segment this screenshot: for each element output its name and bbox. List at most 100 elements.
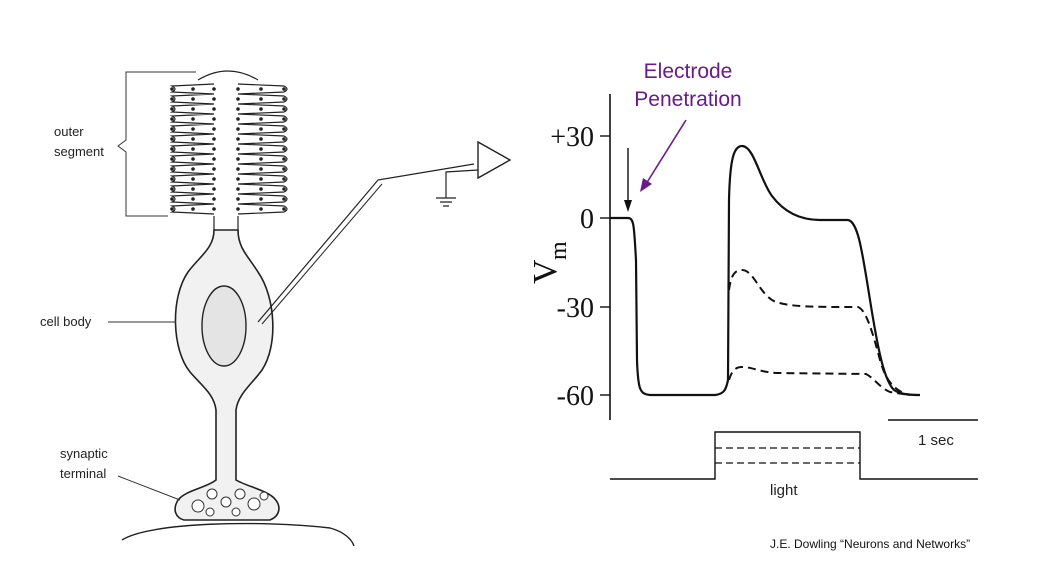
disc-protein-dot [259, 97, 263, 101]
disc-protein-dot [282, 177, 286, 181]
disc-protein-dot [191, 87, 195, 91]
disc-protein-dot [170, 137, 174, 141]
cell-body-label: cell body [40, 314, 92, 329]
electrode-annotation-line2: Penetration [634, 88, 741, 111]
membrane-potential-plot: +30 0 -30 -60 V m Electrode Penetration … [527, 60, 978, 499]
disc-protein-dot [212, 137, 216, 141]
disc-protein-dot [236, 197, 240, 201]
disc-protein-dot [236, 147, 240, 151]
disc-protein-dot [259, 177, 263, 181]
outer-segment-discs [169, 83, 288, 215]
photoreceptor-diagram: outer segment cell body synaptic termina… [40, 70, 355, 547]
disc-protein-dot [191, 157, 195, 161]
synaptic-terminal-label-2: terminal [60, 466, 106, 481]
disc-protein-dot [191, 207, 195, 211]
disc-protein-dot [191, 117, 195, 121]
disc-protein-dot [170, 157, 174, 161]
disc-protein-dot [236, 177, 240, 181]
disc-protein-dot [282, 197, 286, 201]
disc-protein-dot [259, 127, 263, 131]
disc-protein-dot [191, 137, 195, 141]
electrode-edge [261, 183, 383, 325]
disc-protein-dot [170, 87, 174, 91]
disc-protein-dot [259, 197, 263, 201]
disc-protein-dot [236, 97, 240, 101]
tick-label-0: 0 [580, 204, 594, 235]
tick-label-minus60: -60 [557, 381, 594, 412]
disc-protein-dot [282, 137, 286, 141]
disc-protein-dot [170, 207, 174, 211]
disc-protein-dot [170, 107, 174, 111]
disc-protein-dot [212, 147, 216, 151]
disc-protein-dot [191, 167, 195, 171]
tick-label-minus30: -30 [557, 293, 594, 324]
disc-protein-dot [212, 117, 216, 121]
svg-text:V: V [527, 259, 564, 284]
disc-protein-dot [170, 117, 174, 121]
synaptic-leader [117, 475, 181, 501]
disc-protein-dot [170, 197, 174, 201]
disc-protein-dot [170, 167, 174, 171]
electrode-setup [257, 140, 512, 325]
disc-protein-dot [191, 197, 195, 201]
svg-text:m: m [546, 241, 572, 260]
stimulus-trace [610, 431, 978, 480]
disc-protein-dot [259, 157, 263, 161]
disc-protein-dot [259, 137, 263, 141]
disc-protein-dot [170, 187, 174, 191]
tick-label-plus30: +30 [550, 122, 594, 153]
disc-protein-dot [259, 207, 263, 211]
voltage-trace-medium [728, 268, 911, 396]
disc-protein-dot [236, 167, 240, 171]
disc-protein-dot [282, 167, 286, 171]
disc-protein-dot [212, 197, 216, 201]
amplifier-icon [477, 140, 512, 180]
disc-protein-dot [191, 187, 195, 191]
disc-membrane [237, 83, 288, 215]
disc-protein-dot [191, 107, 195, 111]
disc-protein-dot [259, 117, 263, 121]
disc-protein-dot [282, 97, 286, 101]
disc-protein-dot [236, 157, 240, 161]
disc-protein-dot [236, 127, 240, 131]
disc-protein-dot [212, 127, 216, 131]
nucleus [201, 285, 247, 367]
disc-protein-dot [282, 187, 286, 191]
disc-protein-dot [282, 107, 286, 111]
disc-protein-dot [282, 127, 286, 131]
disc-membrane [169, 83, 215, 215]
outer-segment-bracket [117, 71, 196, 217]
penetration-marker-head [624, 200, 632, 212]
disc-protein-dot [236, 187, 240, 191]
disc-protein-dot [170, 177, 174, 181]
cell-body-outline [174, 229, 280, 521]
ground-wire [445, 169, 479, 198]
disc-protein-dot [191, 97, 195, 101]
disc-protein-dot [282, 207, 286, 211]
disc-protein-dot [212, 207, 216, 211]
disc-protein-dot [236, 117, 240, 121]
disc-protein-dot [170, 127, 174, 131]
disc-protein-dot [282, 87, 286, 91]
synaptic-vesicles [191, 488, 269, 517]
disc-protein-dot [170, 147, 174, 151]
disc-protein-dot [212, 167, 216, 171]
time-scale-label: 1 sec [918, 432, 954, 449]
annotation-arrowhead [640, 178, 652, 192]
disc-protein-dot [259, 167, 263, 171]
disc-protein-dot [259, 147, 263, 151]
disc-protein-dot [282, 117, 286, 121]
electrode-annotation-line1: Electrode [644, 60, 733, 83]
outer-segment-label-1: outer [54, 124, 84, 139]
voltage-trace-bright [610, 144, 921, 397]
disc-protein-dot [282, 157, 286, 161]
disc-protein-dot [170, 97, 174, 101]
disc-protein-dot [259, 87, 263, 91]
postsynaptic-cell [121, 522, 355, 547]
voltage-trace-dim [728, 365, 911, 396]
disc-protein-dot [212, 87, 216, 91]
disc-protein-dot [191, 127, 195, 131]
outer-segment-label-2: segment [54, 144, 104, 159]
annotation-arrow [645, 119, 687, 185]
